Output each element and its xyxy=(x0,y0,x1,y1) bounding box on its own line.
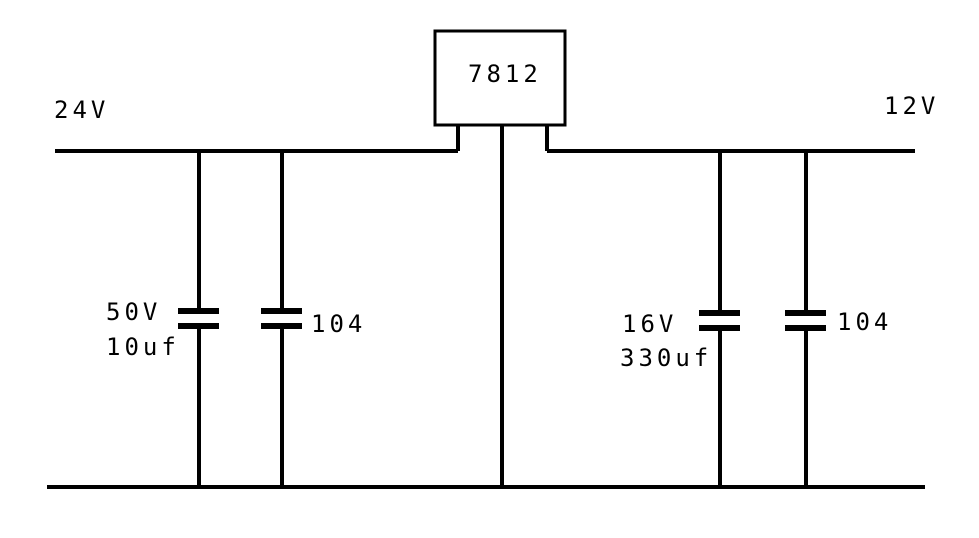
output-ceramic-capacitor xyxy=(785,151,826,487)
output-electrolytic-capacitance-label: 330uf xyxy=(620,344,712,372)
input-electrolytic-capacitance-label: 10uf xyxy=(106,333,180,361)
regulator-box xyxy=(433,29,567,127)
input-voltage-label: 24V xyxy=(54,96,109,124)
output-electrolytic-voltage-label: 16V xyxy=(622,310,677,338)
output-electrolytic-capacitor xyxy=(699,151,740,487)
output-ceramic-code-label: 104 xyxy=(837,308,892,336)
regulator-part-label: 7812 xyxy=(468,60,542,88)
output-voltage-label: 12V xyxy=(884,92,939,120)
input-ceramic-capacitor xyxy=(261,151,302,487)
input-ceramic-code-label: 104 xyxy=(311,310,366,338)
input-electrolytic-voltage-label: 50V xyxy=(106,298,161,326)
input-electrolytic-capacitor xyxy=(178,151,219,487)
